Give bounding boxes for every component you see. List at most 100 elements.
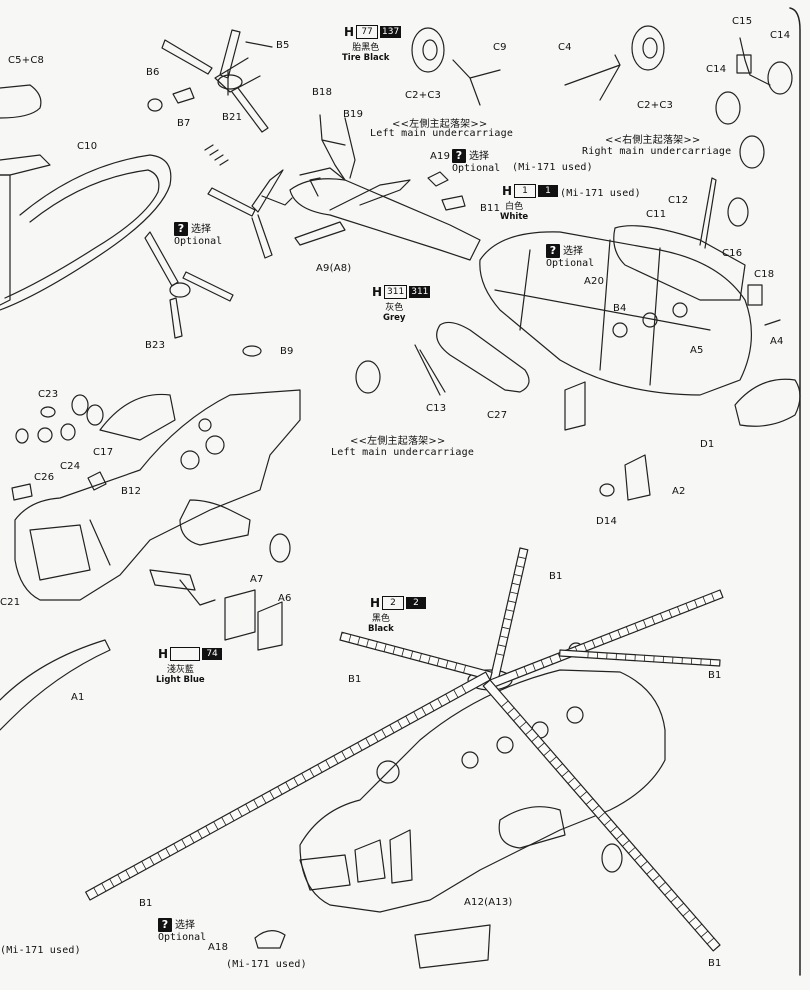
optional-note-a19: ?选择 Optional [452,147,500,174]
paint-chip-white: H 1 1 [502,184,559,198]
optional-zh: 选择 [563,246,583,257]
optional-note-rotor: ?选择 Optional [174,220,222,247]
paint-name-black: 黑色 Black [368,611,394,634]
part-label-c14-right: C14 [770,30,791,41]
paint-code-b: 74 [202,648,223,660]
callout-right-main-undercarriage-en: Right main undercarriage [582,146,732,157]
paint-name-white: 白色 White [500,199,528,222]
part-label-c24: C24 [60,461,81,472]
paint-name-light-blue: 淺灰藍 Light Blue [156,662,205,685]
part-label-d14: D14 [596,516,618,527]
paint-name-en: Black [368,624,394,634]
paint-code-b: 311 [409,286,431,298]
callout-zh: <<左側主起落架>> [392,119,488,130]
question-icon: ? [546,244,560,258]
part-label-c10: C10 [77,141,98,152]
paint-name-grey: 灰色 Grey [383,300,405,323]
optional-en: Optional [174,236,223,247]
paint-name-zh: 白色 [505,202,524,212]
part-label-b6: B6 [146,67,160,78]
part-label-a19: A19 [430,151,451,162]
part-label-c11: C11 [646,209,667,220]
part-label-c16: C16 [722,248,743,259]
question-icon: ? [174,222,188,236]
optional-zh: 选择 [175,920,195,931]
part-label-a12a13: A12(A13) [464,897,513,908]
part-label-b1-left: B1 [348,674,362,685]
part-label-b19: B19 [343,109,364,120]
part-label-c15: C15 [732,16,753,27]
paint-name-tire-black: 胎黑色 Tire Black [342,40,389,63]
paint-code-b: 2 [406,597,427,609]
part-label-b1-top: B1 [549,571,563,582]
optional-note-fuselage: ?选择 Optional [546,242,594,269]
paint-name-zh: 胎黑色 [352,43,380,53]
part-label-a5: A5 [690,345,704,356]
question-icon: ? [452,149,466,163]
part-label-c2c3-right: C2+C3 [637,100,674,111]
paint-chip-black: H 2 2 [370,596,427,610]
question-icon: ? [158,918,172,932]
optional-zh: 选择 [469,151,489,162]
paint-chip-grey: H 311 311 [372,285,431,299]
part-label-b4: B4 [613,303,627,314]
callout-left-main-undercarriage-mid: <<左側主起落架>> [350,436,446,447]
part-label-a4: A4 [770,336,784,347]
part-label-c13: C13 [426,403,447,414]
paint-code-b: 137 [380,26,402,38]
paint-code-b: 1 [538,185,559,197]
paint-chip-tire-black: H 77 137 [344,25,402,39]
part-label-a18: A18 [208,942,229,953]
paint-letter: H [370,596,381,610]
part-label-c27: C27 [487,410,508,421]
part-label-a20: A20 [584,276,605,287]
callout-right-main-undercarriage: <<右側主起落架>> [605,135,701,146]
paint-code-a: 311 [384,285,408,299]
mi171-used-a19: (Mi-171 used) [512,162,593,173]
optional-note-a18: ?选择 Optional [158,916,206,943]
part-label-b9: B9 [280,346,294,357]
part-label-b18: B18 [312,87,333,98]
part-label-c4: C4 [558,42,572,53]
optional-en: Optional [546,258,595,269]
optional-en: Optional [452,163,501,174]
part-label-a6: A6 [278,593,292,604]
part-label-a9a8: A9(A8) [316,263,352,274]
paint-name-zh: 黑色 [371,614,390,624]
paint-letter: H [158,647,169,661]
mi171-used-b11: (Mi-171 used) [560,188,641,199]
part-label-c23: C23 [38,389,59,400]
part-label-a1: A1 [71,692,85,703]
part-label-c17: C17 [93,447,114,458]
paint-code-a: 77 [356,25,379,39]
paint-letter: H [502,184,513,198]
part-label-c26: C26 [34,472,55,483]
part-label-c21: C21 [0,597,21,608]
part-label-b11: B11 [480,203,501,214]
part-label-d1: D1 [700,439,715,450]
part-label-b1-right: B1 [708,670,722,681]
callout-left-main-undercarriage-top: <<左側主起落架>> [392,115,488,130]
callout-left-main-undercarriage-top-en: Left main undercarriage [370,128,514,139]
part-label-c5c8: C5+C8 [8,55,45,66]
part-label-c9: C9 [493,42,507,53]
part-label-b12: B12 [121,486,142,497]
part-label-b23: B23 [145,340,166,351]
part-label-c18: C18 [754,269,775,280]
part-label-c12: C12 [668,195,689,206]
part-label-b1-bottom: B1 [708,958,722,969]
paint-name-en: White [500,212,529,222]
paint-name-zh: 淺灰藍 [166,665,194,675]
optional-zh: 选择 [191,224,211,235]
part-label-b7: B7 [177,118,191,129]
paint-code-a: 1 [514,184,537,198]
paint-code-a: 2 [382,596,405,610]
callout-left-main-undercarriage-mid-en: Left main undercarriage [331,447,475,458]
paint-name-en: Grey [383,313,406,323]
part-label-a7: A7 [250,574,264,585]
part-label-b1-lower: B1 [139,898,153,909]
paint-chip-light-blue: H 74 [158,647,223,661]
part-label-b5: B5 [276,40,290,51]
mi171-used-a18: (Mi-171 used) [226,959,307,970]
